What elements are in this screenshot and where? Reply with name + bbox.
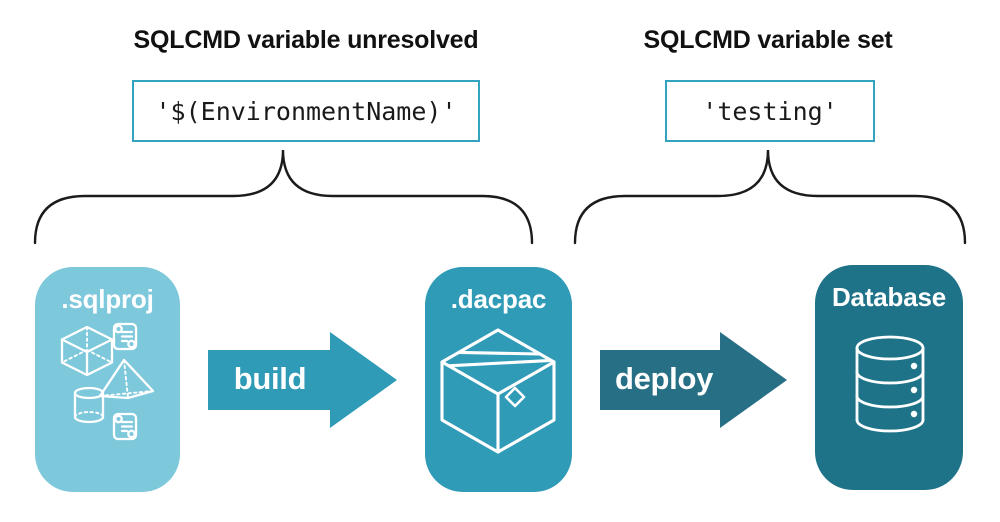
code-box-testing: 'testing' <box>665 80 875 142</box>
dacpac-node: .dacpac <box>425 267 572 492</box>
database-cylinder-icon <box>855 335 925 433</box>
heading-variable-unresolved: SQLCMD variable unresolved <box>133 26 479 54</box>
sqlproj-label: .sqlproj <box>61 284 154 314</box>
dacpac-label: .dacpac <box>450 284 547 314</box>
sqlproj-node: .sqlproj <box>35 267 180 492</box>
right-brace <box>573 149 967 245</box>
build-arrow-label: build <box>233 361 307 396</box>
code-text-testing: 'testing' <box>702 96 838 126</box>
sql-objects-icon <box>60 322 155 441</box>
heading-variable-set: SQLCMD variable set <box>643 26 893 54</box>
database-label: Database <box>831 282 947 312</box>
database-node: Database <box>815 265 963 490</box>
left-brace <box>33 149 534 245</box>
code-text-environment-name: '$(EnvironmentName)' <box>155 96 457 126</box>
code-box-environment-name: '$(EnvironmentName)' <box>132 80 480 142</box>
deploy-arrow-label: deploy <box>614 361 714 396</box>
package-box-icon <box>440 328 556 454</box>
